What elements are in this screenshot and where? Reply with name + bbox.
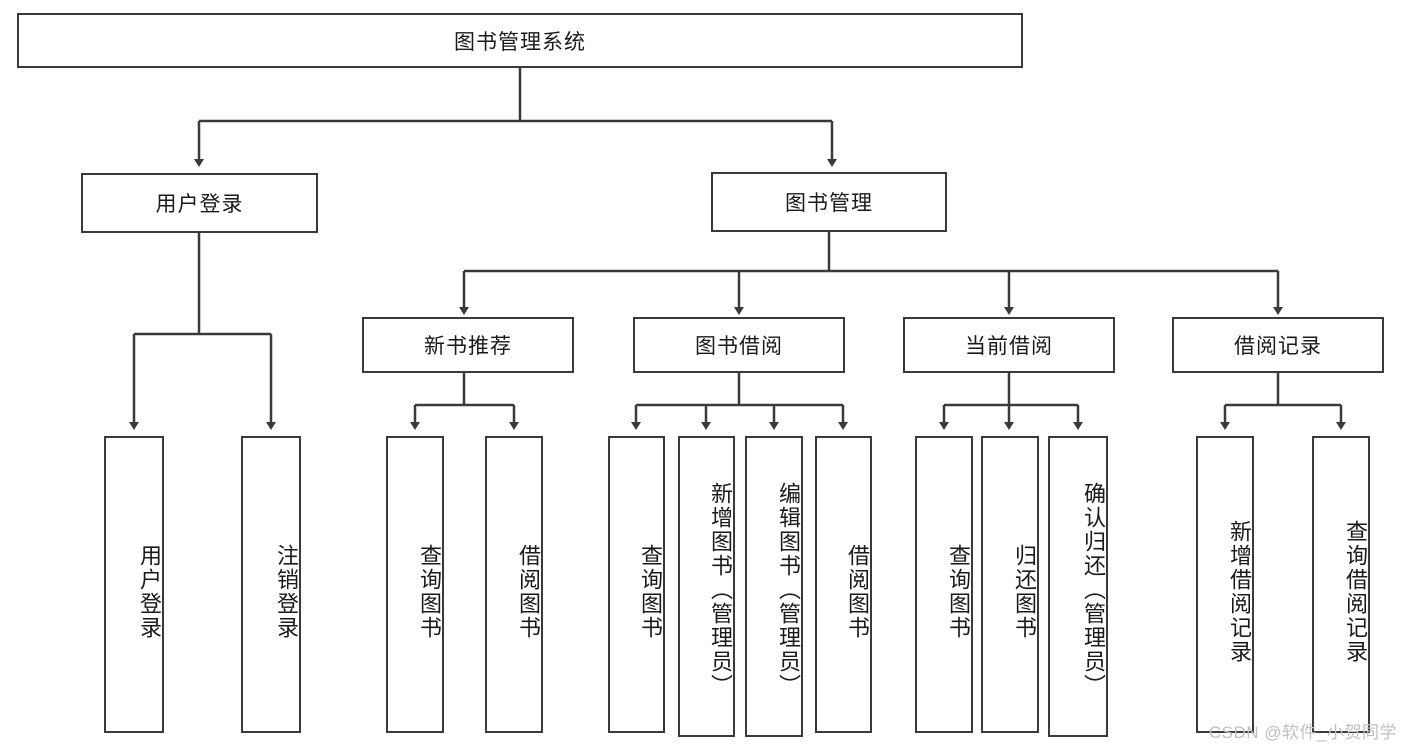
leaf-recommend-query-book[interactable]: 查询图书 (386, 436, 444, 733)
node-label: 新增借阅记录 (1227, 519, 1252, 664)
node-label: 借阅图书 (516, 543, 541, 640)
node-book-borrow[interactable]: 图书借阅 (633, 317, 845, 373)
leaf-borrow-query-book[interactable]: 查询图书 (608, 436, 665, 733)
node-label: 查询图书 (638, 543, 663, 640)
node-root-system[interactable]: 图书管理系统 (17, 13, 1023, 68)
node-borrow-record[interactable]: 借阅记录 (1172, 317, 1384, 373)
leaf-borrow-edit-book[interactable]: 编辑图书（管理员） (745, 436, 803, 737)
node-label: 确认归还（管理员） (1081, 481, 1106, 698)
leaf-recommend-borrow-book[interactable]: 借阅图书 (485, 436, 543, 733)
node-user-login[interactable]: 用户登录 (81, 173, 318, 233)
node-label: 查询图书 (946, 543, 971, 640)
node-label: 图书管理 (785, 192, 873, 215)
node-label: 新书推荐 (424, 335, 512, 358)
node-label: 编辑图书（管理员） (776, 481, 801, 698)
node-label: 用户登录 (155, 193, 244, 216)
node-label: 查询图书 (417, 543, 442, 640)
leaf-current-confirm-return[interactable]: 确认归还（管理员） (1048, 436, 1108, 737)
node-new-book-recommend[interactable]: 新书推荐 (362, 317, 574, 373)
leaf-user-logout[interactable]: 注销登录 (241, 436, 301, 733)
node-label: 注销登录 (274, 543, 299, 640)
node-label: 图书管理系统 (454, 30, 586, 54)
node-label: 新增图书（管理员） (708, 481, 733, 698)
node-label: 查询借阅记录 (1343, 519, 1368, 664)
node-label: 归还图书 (1012, 543, 1037, 640)
node-book-management[interactable]: 图书管理 (711, 172, 947, 232)
node-label: 借阅记录 (1234, 335, 1322, 358)
leaf-record-query-record[interactable]: 查询借阅记录 (1312, 436, 1370, 733)
node-label: 用户登录 (137, 543, 162, 640)
node-current-borrow[interactable]: 当前借阅 (903, 317, 1115, 373)
leaf-current-return-book[interactable]: 归还图书 (981, 436, 1039, 733)
csdn-watermark: CSDN @软件_小贺同学 (1208, 723, 1397, 742)
leaf-record-add-record[interactable]: 新增借阅记录 (1196, 436, 1254, 733)
leaf-user-login[interactable]: 用户登录 (104, 436, 164, 733)
leaf-borrow-add-book[interactable]: 新增图书（管理员） (678, 436, 735, 737)
node-label: 借阅图书 (845, 543, 870, 640)
node-label: 当前借阅 (965, 335, 1053, 358)
leaf-current-query-book[interactable]: 查询图书 (915, 436, 973, 733)
leaf-borrow-borrow-book[interactable]: 借阅图书 (815, 436, 872, 733)
node-label: 图书借阅 (695, 335, 783, 358)
